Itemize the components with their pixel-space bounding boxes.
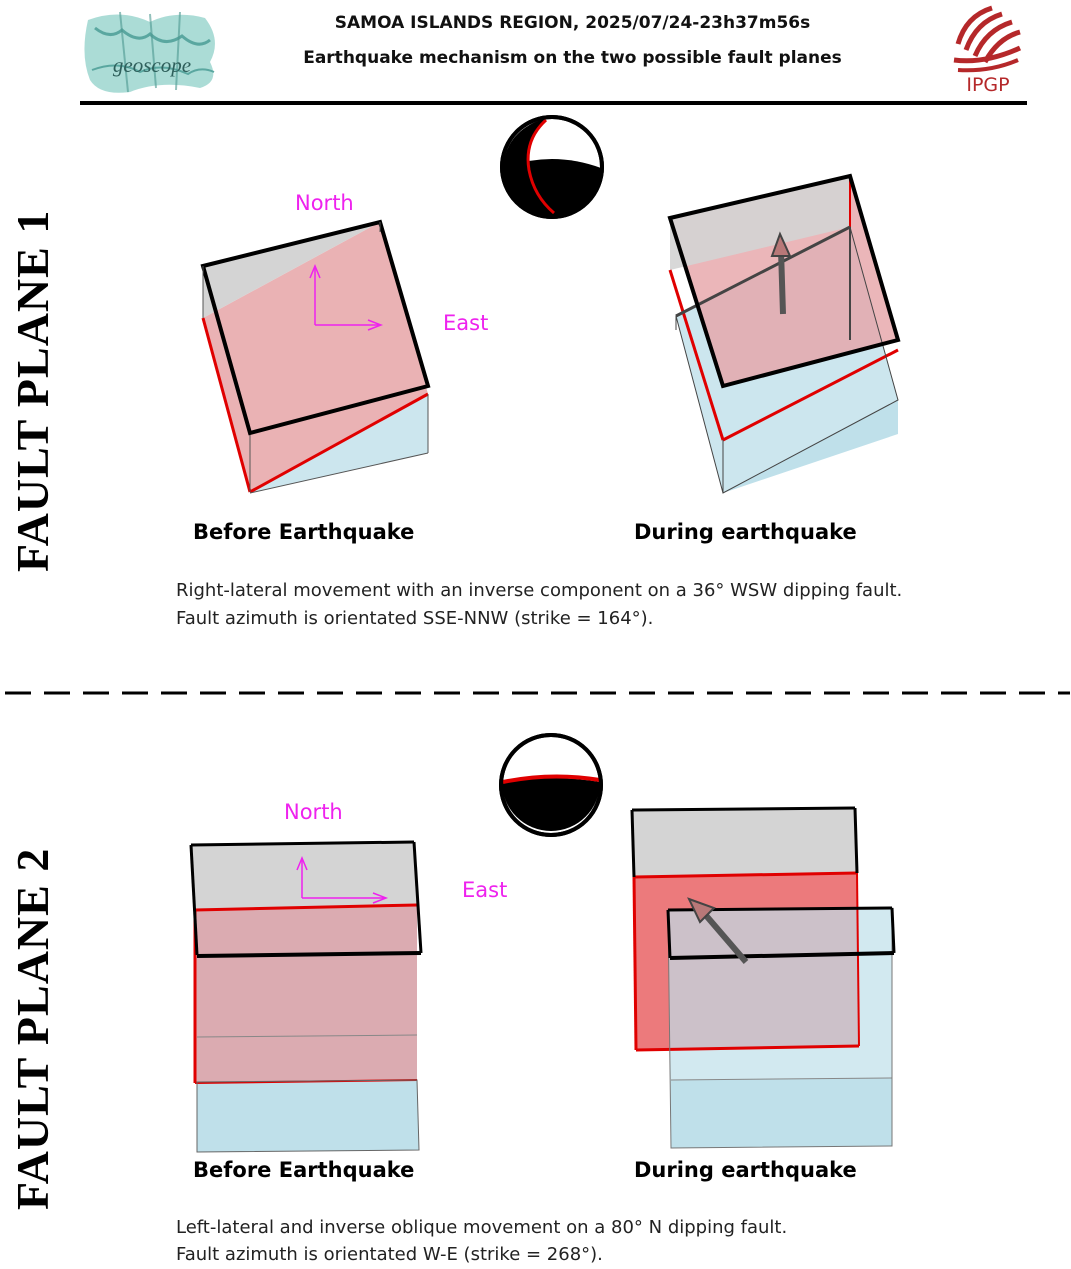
caption-during-plane1: During earthquake: [634, 520, 857, 544]
block-during-plane2: [630, 806, 896, 1149]
beachball-plane2: [499, 733, 603, 837]
compass-plane2: [296, 856, 389, 904]
block-before-plane1: [200, 219, 431, 494]
slip-arrow-icon: [770, 231, 792, 257]
east-label-plane1: East: [443, 311, 489, 335]
compass-plane1: [309, 264, 384, 331]
side-label-plane2: FAULT PLANE 2: [7, 847, 58, 1210]
ipgp-logo-text: IPGP: [966, 74, 1009, 96]
description-plane2-line2: Fault azimuth is orientated W-E (strike …: [176, 1244, 603, 1265]
side-label-plane1: FAULT PLANE 1: [7, 209, 58, 572]
description-plane1-line1: Right-lateral movement with an inverse c…: [176, 580, 903, 601]
page-subtitle: Earthquake mechanism on the two possible…: [303, 48, 842, 68]
caption-before-plane2: Before Earthquake: [193, 1158, 415, 1182]
geoscope-logo: geoscope: [84, 11, 215, 93]
page-title: SAMOA ISLANDS REGION, 2025/07/24-23h37m5…: [334, 13, 811, 33]
fault-plane-before-2: [195, 905, 417, 1083]
beachball-plane1: [500, 115, 604, 219]
block-during-plane1: [667, 173, 901, 494]
caption-during-plane2: During earthquake: [634, 1158, 857, 1182]
ipgp-logo: IPGP: [953, 5, 1022, 96]
caption-before-plane1: Before Earthquake: [193, 520, 415, 544]
north-label-plane1: North: [295, 191, 354, 215]
north-label-plane2: North: [284, 800, 343, 824]
east-label-plane2: East: [462, 878, 508, 902]
geoscope-logo-text: geoscope: [113, 53, 191, 77]
block-before-plane2: [189, 840, 423, 1153]
description-plane2-line1: Left-lateral and inverse oblique movemen…: [176, 1217, 788, 1238]
description-plane1-line2: Fault azimuth is orientated SSE-NNW (str…: [176, 608, 654, 629]
slip-arrow-icon: [687, 897, 716, 924]
